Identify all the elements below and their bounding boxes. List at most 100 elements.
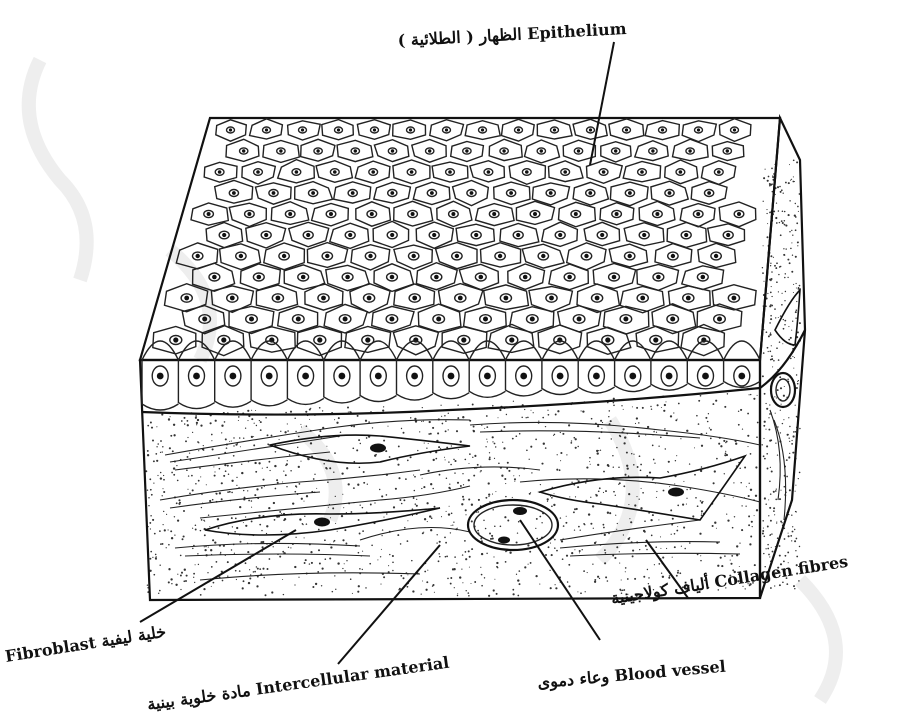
stipple-dot [368, 421, 370, 423]
stipple-dot [500, 526, 502, 528]
stipple-dot [316, 488, 317, 489]
stipple-dot [771, 286, 772, 287]
stipple-dot [757, 422, 759, 424]
stipple-dot [283, 470, 284, 471]
stipple-dot [179, 504, 180, 505]
stipple-dot [774, 308, 776, 310]
stipple-dot [186, 469, 188, 471]
stipple-dot [555, 587, 557, 589]
stipple-dot [480, 470, 482, 472]
stipple-dot [560, 432, 561, 433]
stipple-dot [492, 509, 494, 511]
stipple-dot [775, 499, 777, 501]
stipple-dot [613, 405, 615, 407]
stipple-dot [187, 489, 188, 490]
stipple-dot [632, 555, 634, 557]
stipple-dot [328, 507, 329, 508]
stipple-dot [632, 550, 634, 552]
stipple-dot [566, 454, 567, 455]
stipple-dot [556, 550, 558, 552]
cell-nucleolus [230, 296, 235, 301]
cell-nucleolus [448, 170, 452, 174]
stipple-dot [671, 534, 672, 535]
stipple-dot [589, 461, 590, 462]
stipple-dot [610, 420, 612, 422]
cell-nucleolus [445, 128, 448, 131]
stipple-dot [553, 493, 554, 494]
stipple-dot [471, 504, 473, 506]
stipple-dot [624, 436, 626, 438]
stipple-dot [779, 584, 781, 586]
stipple-dot [799, 546, 800, 547]
cell-nucleolus [684, 233, 688, 237]
stipple-dot [149, 478, 151, 480]
stipple-dot [652, 445, 654, 447]
stipple-dot [294, 417, 296, 419]
stipple-dot [262, 568, 264, 570]
stipple-dot [763, 177, 765, 179]
stipple-dot [227, 491, 229, 493]
cell-nucleolus [256, 170, 260, 174]
stipple-dot [269, 470, 270, 471]
cell-nucleolus [655, 212, 659, 216]
cell-nucleolus [196, 254, 200, 258]
cell-nucleolus [549, 296, 554, 301]
stipple-dot [469, 453, 471, 455]
stipple-dot [187, 420, 189, 422]
stipple-dot [777, 454, 778, 455]
stipple-dot [238, 420, 239, 421]
stipple-dot [436, 534, 437, 535]
cell-nucleolus [436, 317, 441, 322]
cell-nucleolus [321, 296, 326, 301]
stipple-dot [195, 417, 197, 419]
stipple-dot [705, 417, 707, 419]
stipple-dot [771, 358, 773, 360]
stipple-dot [250, 574, 251, 575]
stipple-dot [519, 583, 521, 585]
stipple-dot [577, 591, 578, 592]
stipple-dot [334, 452, 336, 454]
stipple-dot [428, 433, 430, 435]
stipple-dot [763, 455, 765, 457]
stipple-dot [496, 593, 498, 595]
stipple-dot [243, 522, 244, 523]
stipple-dot [599, 578, 600, 579]
stipple-dot [160, 452, 161, 453]
stipple-dot [581, 410, 582, 411]
cell-nucleolus [458, 296, 463, 301]
stipple-dot [741, 505, 742, 506]
stipple-dot [236, 579, 237, 580]
stipple-dot [187, 437, 188, 438]
stipple-dot [211, 440, 212, 441]
stipple-dot [776, 222, 778, 224]
stipple-dot [663, 490, 665, 492]
stipple-dot [796, 511, 797, 512]
stipple-dot [251, 410, 252, 411]
stipple-dot [322, 410, 323, 411]
stipple-dot [644, 520, 646, 522]
stipple-dot [381, 495, 383, 497]
stipple-dot [772, 551, 774, 553]
stipple-dot [431, 517, 433, 519]
stipple-dot [276, 479, 278, 481]
stipple-dot [750, 394, 751, 395]
stipple-dot [793, 292, 794, 293]
stipple-dot [663, 410, 665, 412]
stipple-dot [480, 466, 481, 467]
stipple-dot [444, 457, 445, 458]
stipple-dot [557, 410, 559, 412]
stipple-dot [793, 435, 795, 437]
stipple-dot [454, 587, 455, 588]
stipple-dot [232, 526, 233, 527]
stipple-dot [767, 347, 769, 349]
stipple-dot [501, 475, 503, 477]
stipple-dot [187, 456, 189, 458]
stipple-dot [221, 432, 222, 433]
cell-nucleolus [212, 275, 217, 280]
cell-nucleolus [296, 317, 301, 322]
cell-nucleolus [702, 373, 709, 380]
stipple-dot [597, 576, 599, 578]
stipple-dot [640, 507, 642, 509]
stipple-dot [229, 491, 231, 493]
stipple-dot [793, 368, 794, 369]
